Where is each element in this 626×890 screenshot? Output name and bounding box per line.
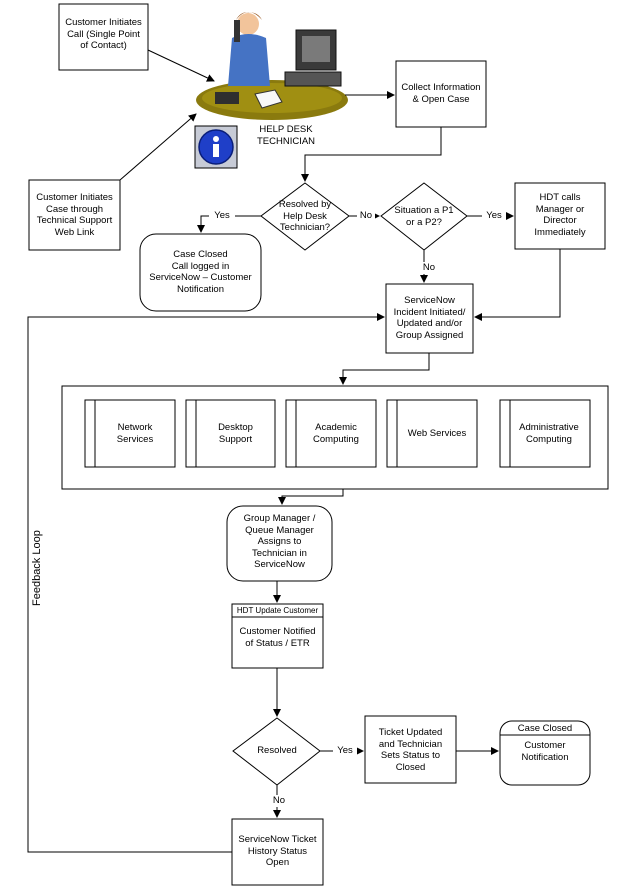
edge-label-yes-3: Yes	[333, 745, 357, 757]
customer-call-label: Customer Initiates Call (Single Point of…	[65, 17, 142, 51]
group-box-admin	[499, 399, 591, 468]
info-icon	[194, 125, 238, 169]
ticket-updated-box	[364, 715, 457, 784]
resolved-by-hd-label: Resolved by Help Desk Technician?	[278, 199, 332, 233]
edge-label-yes-2: Yes	[482, 210, 506, 222]
customer-notification-label: Customer Notification	[521, 740, 569, 763]
edge-label-no-3: No	[270, 795, 288, 807]
collect-info-label: Collect Information & Open Case	[401, 82, 481, 105]
edge-label-no-2: No	[420, 262, 438, 274]
resolved-by-hd-diamond	[260, 182, 350, 251]
case-closed-box	[499, 720, 591, 786]
customer-web-box	[28, 179, 121, 251]
customer-call-box	[58, 3, 149, 71]
group-label-academic: Academic Computing	[313, 422, 359, 445]
incident-label: ServiceNow Incident Initiated/ Updated a…	[393, 295, 466, 341]
group-label-web: Web Services	[407, 428, 467, 439]
feedback-loop-label: Feedback Loop	[31, 530, 43, 606]
resolved-label: Resolved	[257, 745, 297, 756]
group-label-desktop: Desktop Support	[218, 422, 253, 445]
history-label: ServiceNow Ticket History Status Open	[238, 834, 317, 868]
edge-label-no-1: No	[357, 210, 375, 222]
group-label-admin: Administrative Computing	[519, 422, 579, 445]
case-closed-header: Case Closed	[517, 723, 573, 734]
group-manager-label: Group Manager / Queue Manager Assigns to…	[243, 513, 316, 570]
hdt-update-box	[231, 603, 324, 669]
technician-label: HELP DESK TECHNICIAN	[256, 124, 316, 147]
group-box-desktop	[185, 399, 276, 468]
case-closed-logged-box	[139, 233, 262, 312]
hdt-update-header: HDT Update Customer	[236, 606, 319, 615]
collect-info-box	[395, 60, 487, 128]
customer-notified-label: Customer Notified of Status / ETR	[239, 626, 316, 649]
p1-p2-label: Situation a P1 or a P2?	[394, 205, 454, 228]
group-box-academic	[285, 399, 377, 468]
group-box-network	[84, 399, 176, 468]
edge-label-yes-1: Yes	[209, 210, 235, 222]
group-label-network: Network Services	[116, 422, 154, 445]
incident-box	[385, 283, 474, 354]
hdt-calls-label: HDT calls Manager or Director Immediatel…	[534, 192, 586, 238]
group-boxes	[84, 399, 591, 468]
ticket-updated-label: Ticket Updated and Technician Sets Statu…	[378, 727, 443, 773]
group-manager-box	[226, 505, 333, 582]
group-box-web	[386, 399, 478, 468]
customer-web-label: Customer Initiates Case through Technica…	[36, 192, 113, 238]
help-desk-technician-icon	[196, 12, 348, 120]
case-closed-logged-label: Case Closed Call logged in ServiceNow – …	[149, 249, 252, 295]
history-box	[231, 818, 324, 886]
hdt-calls-box	[514, 182, 606, 250]
